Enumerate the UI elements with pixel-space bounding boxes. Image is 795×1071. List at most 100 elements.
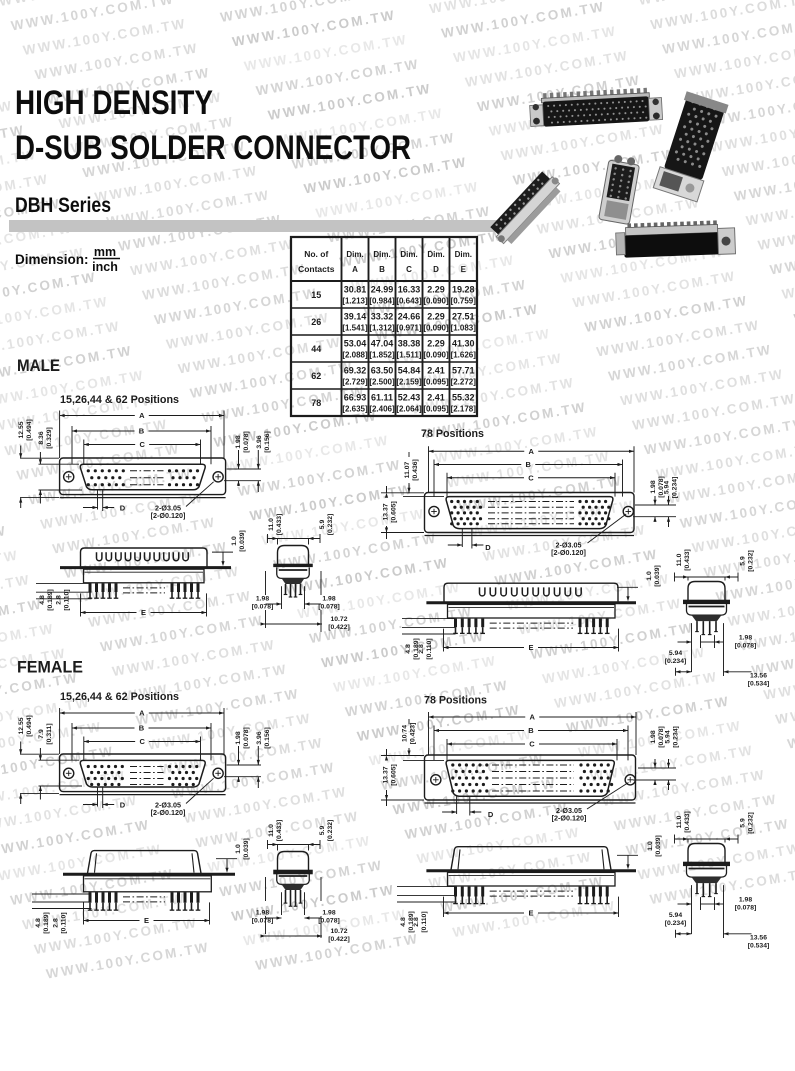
svg-text:1.98: 1.98 bbox=[256, 910, 269, 917]
svg-text:30.81: 30.81 bbox=[344, 285, 367, 295]
svg-text:38.38: 38.38 bbox=[398, 339, 421, 349]
svg-text:B: B bbox=[379, 265, 385, 274]
svg-text:[2.178]: [2.178] bbox=[451, 405, 477, 414]
svg-text:4.8: 4.8 bbox=[35, 918, 42, 928]
svg-text:[0.090]: [0.090] bbox=[423, 351, 449, 360]
svg-text:4.8: 4.8 bbox=[400, 917, 407, 927]
svg-text:55.32: 55.32 bbox=[452, 393, 475, 403]
svg-text:WWW.100Y.COM.TW: WWW.100Y.COM.TW bbox=[0, 948, 2, 990]
svg-text:39.14: 39.14 bbox=[344, 312, 367, 322]
svg-text:[2-Ø0.120]: [2-Ø0.120] bbox=[552, 814, 587, 823]
svg-text:[0.605]: [0.605] bbox=[391, 501, 398, 523]
svg-text:[2-Ø0.120]: [2-Ø0.120] bbox=[551, 548, 586, 557]
svg-text:2.29: 2.29 bbox=[427, 312, 445, 322]
svg-text:5.9: 5.9 bbox=[740, 556, 747, 566]
svg-text:No. of: No. of bbox=[304, 249, 328, 259]
svg-text:[0.110]: [0.110] bbox=[61, 912, 68, 933]
svg-text:24.99: 24.99 bbox=[371, 285, 394, 295]
svg-text:[0.984]: [0.984] bbox=[369, 297, 395, 306]
svg-text:[0.534]: [0.534] bbox=[748, 680, 770, 687]
svg-text:1.98: 1.98 bbox=[256, 596, 269, 603]
svg-text:[0.232]: [0.232] bbox=[748, 550, 755, 572]
svg-text:[0.234]: [0.234] bbox=[665, 658, 687, 665]
svg-text:[2-Ø0.120]: [2-Ø0.120] bbox=[151, 511, 186, 520]
svg-text:[2.159]: [2.159] bbox=[396, 378, 422, 387]
svg-text:10.72: 10.72 bbox=[330, 928, 347, 935]
svg-text:A: A bbox=[352, 265, 358, 274]
svg-text:1.0: 1.0 bbox=[231, 536, 238, 546]
svg-text:[0.422]: [0.422] bbox=[328, 624, 350, 631]
svg-text:[0.311]: [0.311] bbox=[46, 723, 53, 744]
svg-text:33.32: 33.32 bbox=[371, 312, 394, 322]
svg-text:13.56: 13.56 bbox=[750, 672, 767, 679]
svg-text:27.51: 27.51 bbox=[452, 312, 475, 322]
svg-text:C: C bbox=[529, 740, 535, 749]
svg-text:D: D bbox=[485, 543, 491, 552]
svg-text:[1.541]: [1.541] bbox=[342, 324, 368, 333]
svg-text:[2.088]: [2.088] bbox=[342, 351, 368, 360]
svg-text:2.8: 2.8 bbox=[53, 918, 60, 928]
svg-text:[1.083]: [1.083] bbox=[451, 324, 477, 333]
svg-text:[2.272]: [2.272] bbox=[451, 378, 477, 387]
svg-text:E: E bbox=[141, 608, 146, 617]
svg-text:13.56: 13.56 bbox=[750, 934, 767, 941]
svg-text:5.94: 5.94 bbox=[669, 912, 682, 919]
svg-text:[0.090]: [0.090] bbox=[423, 297, 449, 306]
svg-text:[0.039]: [0.039] bbox=[655, 835, 662, 857]
svg-text:Contacts: Contacts bbox=[298, 264, 335, 274]
svg-text:[0.329]: [0.329] bbox=[46, 427, 53, 449]
svg-text:[0.110]: [0.110] bbox=[421, 911, 428, 932]
svg-text:78 Positions: 78 Positions bbox=[421, 428, 484, 440]
svg-text:15,26,44 & 62 Positions: 15,26,44 & 62 Positions bbox=[60, 691, 179, 703]
svg-text:1.98: 1.98 bbox=[650, 730, 657, 743]
svg-text:E: E bbox=[528, 643, 533, 652]
svg-text:[0.494]: [0.494] bbox=[26, 715, 33, 737]
svg-text:24.66: 24.66 bbox=[398, 312, 421, 322]
svg-text:52.43: 52.43 bbox=[398, 393, 421, 403]
svg-text:[0.422]: [0.422] bbox=[328, 936, 350, 943]
svg-text:2.41: 2.41 bbox=[427, 393, 445, 403]
svg-text:mm: mm bbox=[94, 245, 116, 259]
svg-text:DBH Series: DBH Series bbox=[15, 194, 111, 217]
svg-text:[0.433]: [0.433] bbox=[684, 549, 691, 571]
svg-text:[0.494]: [0.494] bbox=[26, 419, 33, 441]
svg-text:8.36: 8.36 bbox=[38, 431, 45, 444]
svg-text:[2.064]: [2.064] bbox=[396, 405, 422, 414]
svg-text:2.8: 2.8 bbox=[418, 644, 425, 654]
svg-text:MALE: MALE bbox=[17, 357, 60, 375]
svg-text:[0.078]: [0.078] bbox=[318, 918, 340, 925]
svg-text:[0.971]: [0.971] bbox=[396, 324, 422, 333]
svg-text:2.29: 2.29 bbox=[427, 339, 445, 349]
svg-text:[2.500]: [2.500] bbox=[369, 378, 395, 387]
svg-text:[0.039]: [0.039] bbox=[243, 838, 250, 860]
svg-text:2.8: 2.8 bbox=[56, 595, 63, 605]
svg-text:53.04: 53.04 bbox=[344, 339, 367, 349]
svg-text:[0.078]: [0.078] bbox=[243, 431, 250, 453]
svg-text:1.98: 1.98 bbox=[322, 596, 335, 603]
svg-text:[0.039]: [0.039] bbox=[654, 565, 661, 587]
svg-text:63.50: 63.50 bbox=[371, 366, 394, 376]
svg-text:[2.729]: [2.729] bbox=[342, 378, 368, 387]
svg-text:26: 26 bbox=[311, 317, 321, 327]
svg-text:D: D bbox=[120, 801, 126, 810]
svg-text:1.98: 1.98 bbox=[739, 635, 752, 642]
svg-text:Dim.: Dim. bbox=[455, 250, 472, 259]
svg-text:E: E bbox=[528, 909, 533, 918]
svg-text:11.0: 11.0 bbox=[676, 815, 683, 828]
svg-text:69.32: 69.32 bbox=[344, 366, 367, 376]
svg-text:A: A bbox=[139, 709, 145, 718]
svg-text:[0.234]: [0.234] bbox=[665, 920, 687, 927]
svg-text:HIGH DENSITY: HIGH DENSITY bbox=[15, 84, 213, 122]
svg-text:4.8: 4.8 bbox=[405, 644, 412, 654]
svg-text:[0.433]: [0.433] bbox=[276, 514, 283, 536]
svg-text:[0.090]: [0.090] bbox=[423, 324, 449, 333]
svg-text:C: C bbox=[139, 737, 145, 746]
svg-text:[0.423]: [0.423] bbox=[410, 723, 417, 745]
svg-text:[0.433]: [0.433] bbox=[684, 811, 691, 833]
svg-text:[0.078]: [0.078] bbox=[252, 918, 274, 925]
svg-text:E: E bbox=[144, 916, 149, 925]
svg-text:5.9: 5.9 bbox=[740, 818, 747, 828]
svg-text:[0.156]: [0.156] bbox=[264, 727, 271, 749]
svg-text:[1.852]: [1.852] bbox=[369, 351, 395, 360]
svg-text:10.72: 10.72 bbox=[330, 616, 347, 623]
